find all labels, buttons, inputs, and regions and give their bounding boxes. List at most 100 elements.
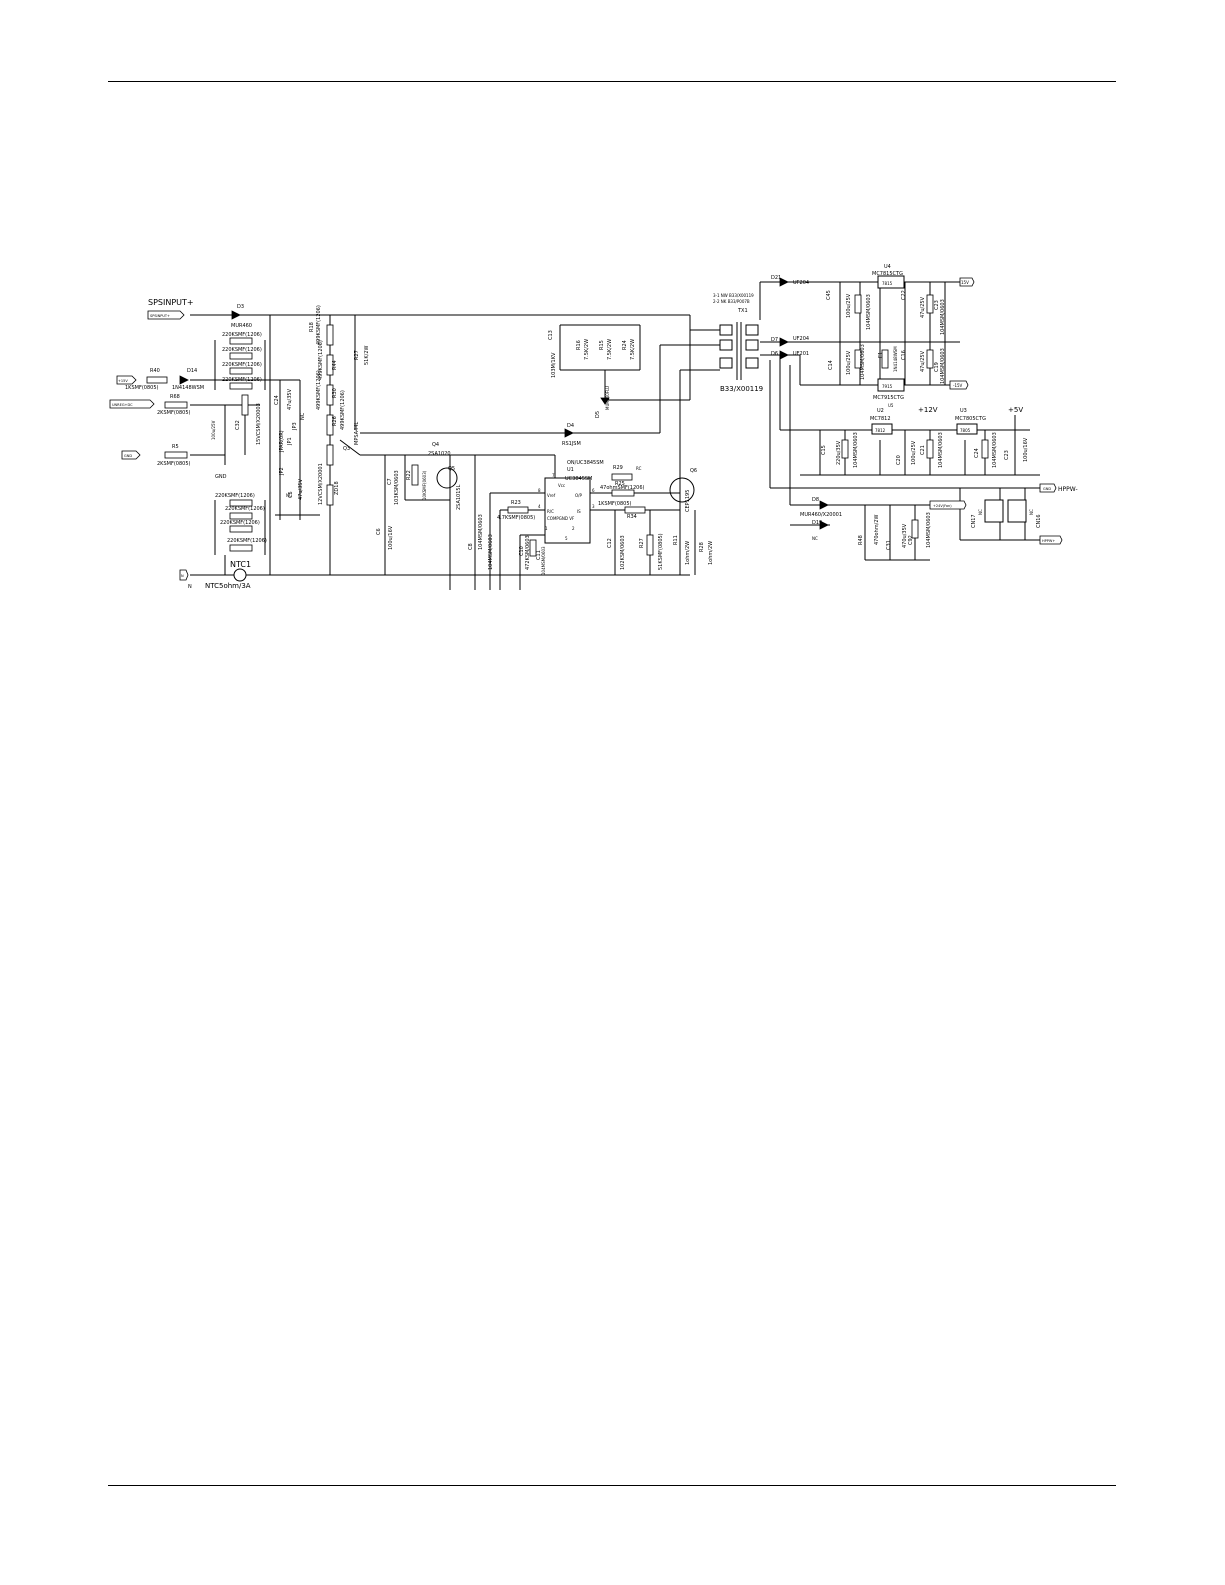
r29-label: R29 bbox=[613, 465, 623, 471]
c16-label: C16 bbox=[901, 350, 907, 360]
c11-label: C11 bbox=[536, 550, 542, 560]
u2-label: U2 bbox=[877, 408, 884, 414]
gnd-out-flag: GND bbox=[1043, 487, 1051, 491]
c31-label: C31 bbox=[886, 540, 892, 550]
r30-label: R30 bbox=[332, 388, 338, 398]
cn16-label: CN16 bbox=[1036, 514, 1042, 528]
plus5-label: +5V bbox=[1008, 406, 1023, 414]
sps-input-flag: SPSINPUT+ bbox=[150, 314, 170, 318]
r-top4-value: 220KSMF(1206) bbox=[222, 377, 262, 383]
q6-value: CEP1195 bbox=[685, 490, 691, 512]
plus12-label: +12V bbox=[918, 406, 938, 414]
r29-value: RC bbox=[636, 466, 642, 471]
c32-label: C32 bbox=[235, 420, 241, 430]
flag-minus15v: -15V bbox=[953, 383, 963, 388]
u4-box: 7815 bbox=[882, 281, 893, 286]
flag-15v: 15V bbox=[961, 280, 969, 285]
c5-label: C5 bbox=[288, 491, 294, 498]
u1-mfr: ON/UC3845SM bbox=[567, 460, 604, 466]
c23-value: 104MSM/0603 bbox=[940, 299, 946, 335]
unreg-flag: UNREG+DC bbox=[112, 403, 133, 407]
r68-label: R68 bbox=[170, 394, 180, 400]
d19-label: D19 bbox=[812, 520, 822, 526]
r-bot2-value: 220KSMF(1206) bbox=[225, 506, 265, 512]
c21-label: C21 bbox=[920, 445, 926, 455]
c-small-value: 100u/25V bbox=[211, 420, 216, 440]
jp3-label: JP3 bbox=[292, 422, 298, 431]
gnd-flag: GND bbox=[124, 454, 132, 458]
r22-label: R22 bbox=[406, 470, 412, 480]
jp2-label: JP2 bbox=[279, 467, 285, 476]
r27-value: 51K/2W bbox=[364, 345, 370, 365]
r25-value: 47ohmSMF(1206) bbox=[600, 485, 645, 491]
u1-pin3: 3 bbox=[592, 504, 595, 509]
d21-value: UF204 bbox=[793, 280, 809, 286]
r15-label: R15 bbox=[599, 340, 605, 350]
c15-label: C15 bbox=[821, 445, 827, 455]
c16-value: 47u/25V bbox=[920, 350, 926, 372]
c-r1-value: 104MSM/0603 bbox=[866, 294, 872, 330]
hppw-minus-label: HPPW- bbox=[1058, 486, 1078, 493]
ntc1-label: NTC1 bbox=[230, 560, 251, 569]
c7-value: 103KSM/0603 bbox=[394, 470, 400, 505]
r23-value: 4.7KSMF(0805) bbox=[497, 515, 535, 521]
r-top1-value: 220KSMF(1206) bbox=[222, 332, 262, 338]
r18-value: 499KSMF(1206) bbox=[316, 305, 322, 345]
cn17-label: CN17 bbox=[971, 514, 977, 528]
u2-value: MC7812 bbox=[870, 416, 891, 422]
c15-value: 220u/35V bbox=[836, 440, 842, 465]
r68-value: 2KSMF(0805) bbox=[157, 410, 190, 416]
r27b-value: 51KSMF(0805) bbox=[658, 533, 664, 570]
zd18-label: ZD18 bbox=[334, 481, 340, 495]
d3-label: D3 bbox=[237, 304, 244, 310]
c5-value: 47u/35V bbox=[298, 478, 304, 500]
c13-value: 103M/1KV bbox=[551, 352, 557, 378]
e1-value: 1N4148WSM bbox=[893, 346, 898, 372]
r26-value: 499KSMF(1206) bbox=[340, 390, 346, 430]
r-bot4-value: 220KSMF(1206) bbox=[227, 538, 267, 544]
jp1-label: JP1 bbox=[287, 437, 293, 446]
q5-value: 2SA1015L bbox=[456, 484, 462, 510]
q3-label: Q3 bbox=[343, 446, 350, 452]
u1-label: U1 bbox=[567, 467, 574, 473]
u1-pin6: 6 bbox=[592, 488, 595, 493]
c-r2-value: 104MSM/0603 bbox=[860, 344, 866, 380]
v15-flag: +15V bbox=[118, 379, 128, 383]
u1-pin4: 4 bbox=[538, 504, 541, 509]
c10-label: C10 bbox=[519, 546, 525, 556]
u1-pin7: 7 bbox=[552, 473, 555, 478]
c7-label: C7 bbox=[387, 478, 393, 485]
r24-label: R24 bbox=[622, 340, 628, 350]
u4-label: U4 bbox=[884, 264, 891, 270]
r27b-label: R27 bbox=[639, 538, 645, 548]
d5-label: D5 bbox=[595, 411, 601, 418]
c23b-value: 100u/16V bbox=[1023, 437, 1029, 462]
r44-label: R44 bbox=[332, 360, 338, 370]
c20-label: C20 bbox=[896, 455, 902, 465]
d8-value: MUR460/X20001 bbox=[800, 512, 842, 518]
u1-is: IS bbox=[577, 509, 581, 514]
d19-value: NC bbox=[812, 536, 818, 541]
r-top3-value: 220KSMF(1206) bbox=[222, 362, 262, 368]
r-top2-value: 220KSMF(1206) bbox=[222, 347, 262, 353]
tx1-note1: 3-1 NW B33/X00119 bbox=[713, 293, 754, 298]
r28-label: R28 bbox=[699, 542, 705, 552]
d14-label: D14 bbox=[187, 368, 197, 374]
n-flag: N bbox=[181, 574, 184, 578]
u1-pin2: 2 bbox=[572, 526, 575, 531]
u1-vcc: Vcc bbox=[558, 483, 565, 488]
r34-value: 1KSMF(0805) bbox=[598, 501, 631, 507]
c24-value: 47u/35V bbox=[287, 388, 293, 410]
q6-label: Q6 bbox=[690, 468, 697, 474]
u1-pin5: 5 bbox=[565, 536, 568, 541]
cn16-nc: NC bbox=[1029, 509, 1034, 515]
r16-label: R16 bbox=[576, 340, 582, 350]
r11-label: R11 bbox=[673, 535, 679, 545]
c15b-value: 104MSM/0603 bbox=[853, 432, 859, 468]
u1-comp: COMPGND VF bbox=[547, 516, 575, 521]
c9-value: 104MSM/0603 bbox=[488, 534, 494, 570]
sps-input-label: SPSINPUT+ bbox=[148, 298, 194, 307]
c14-value: 100u/25V bbox=[846, 350, 852, 375]
r11-value: 1ohm/2W bbox=[685, 541, 691, 565]
